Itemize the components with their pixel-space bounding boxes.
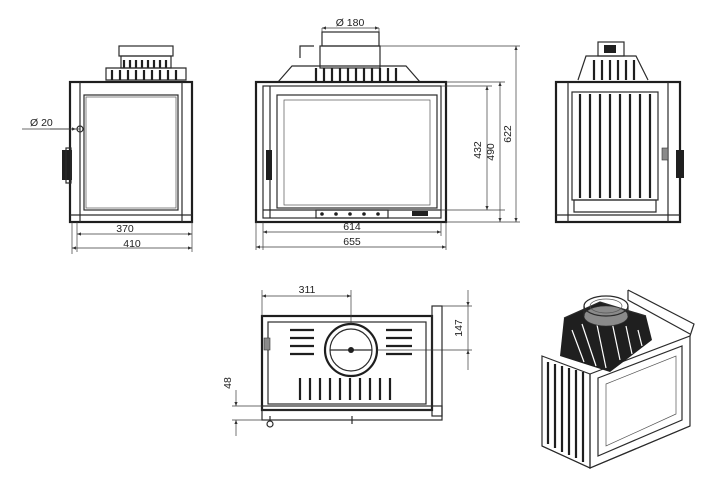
flue-offset-y-label: 147 (453, 319, 465, 337)
bottom-offset-label: 48 (222, 377, 234, 389)
side-view (22, 45, 194, 254)
top-view (232, 290, 472, 436)
side-outer-width-label: 410 (123, 238, 141, 250)
door-height-label: 432 (472, 141, 484, 159)
front-inner-width-label: 614 (343, 221, 361, 233)
front-outer-width-label: 655 (343, 236, 361, 248)
air-inlet-diameter-label: Ø 20 (30, 117, 53, 129)
flue-diameter-label: Ø 180 (336, 17, 365, 29)
body-height-label: 490 (485, 143, 497, 161)
flue-offset-x-label: 311 (299, 284, 316, 296)
rear-view (554, 41, 684, 224)
total-height-label: 622 (502, 125, 514, 143)
front-view (254, 26, 520, 250)
side-inner-width-label: 370 (116, 223, 134, 235)
isometric-view (541, 289, 695, 469)
